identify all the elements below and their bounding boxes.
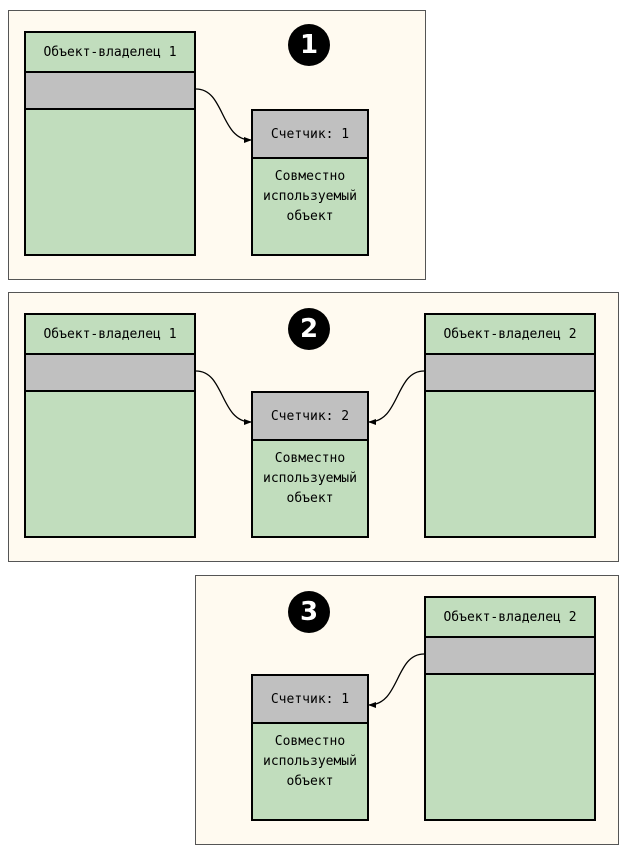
owner-object-1-label: Объект-владелец 1	[43, 326, 177, 342]
shared-object: Счетчик: 1 Совместно используемый объект	[251, 109, 369, 256]
step-number-badge-2: 2	[288, 308, 330, 350]
shared-object: Счетчик: 2 Совместно используемый объект	[251, 391, 369, 538]
owner-object-2-pointer-slot	[426, 636, 594, 675]
owner-object-1: Объект-владелец 1	[24, 31, 196, 256]
shared-object-label: Совместно используемый объект	[263, 169, 357, 224]
owner-object-2-label: Объект-владелец 2	[443, 609, 577, 625]
reference-counter: Счетчик: 1	[253, 111, 367, 159]
owner-object-1: Объект-владелец 1	[24, 313, 196, 538]
step-number-badge-3: 3	[288, 591, 330, 633]
owner-object-2: Объект-владелец 2	[424, 596, 596, 821]
owner-object-2-label: Объект-владелец 2	[443, 326, 577, 342]
owner-object-1-pointer-slot	[26, 353, 194, 392]
owner-object-1-pointer-slot	[26, 71, 194, 110]
owner-object-1-label: Объект-владелец 1	[43, 44, 177, 60]
step-number-badge-1: 1	[288, 24, 330, 66]
shared-object: Счетчик: 1 Совместно используемый объект	[251, 674, 369, 821]
shared-object-label: Совместно используемый объект	[263, 451, 357, 506]
owner-object-2: Объект-владелец 2	[424, 313, 596, 538]
reference-counter: Счетчик: 1	[253, 676, 367, 724]
reference-counter: Счетчик: 2	[253, 393, 367, 441]
owner-object-2-pointer-slot	[426, 353, 594, 392]
shared-object-label: Совместно используемый объект	[263, 734, 357, 789]
